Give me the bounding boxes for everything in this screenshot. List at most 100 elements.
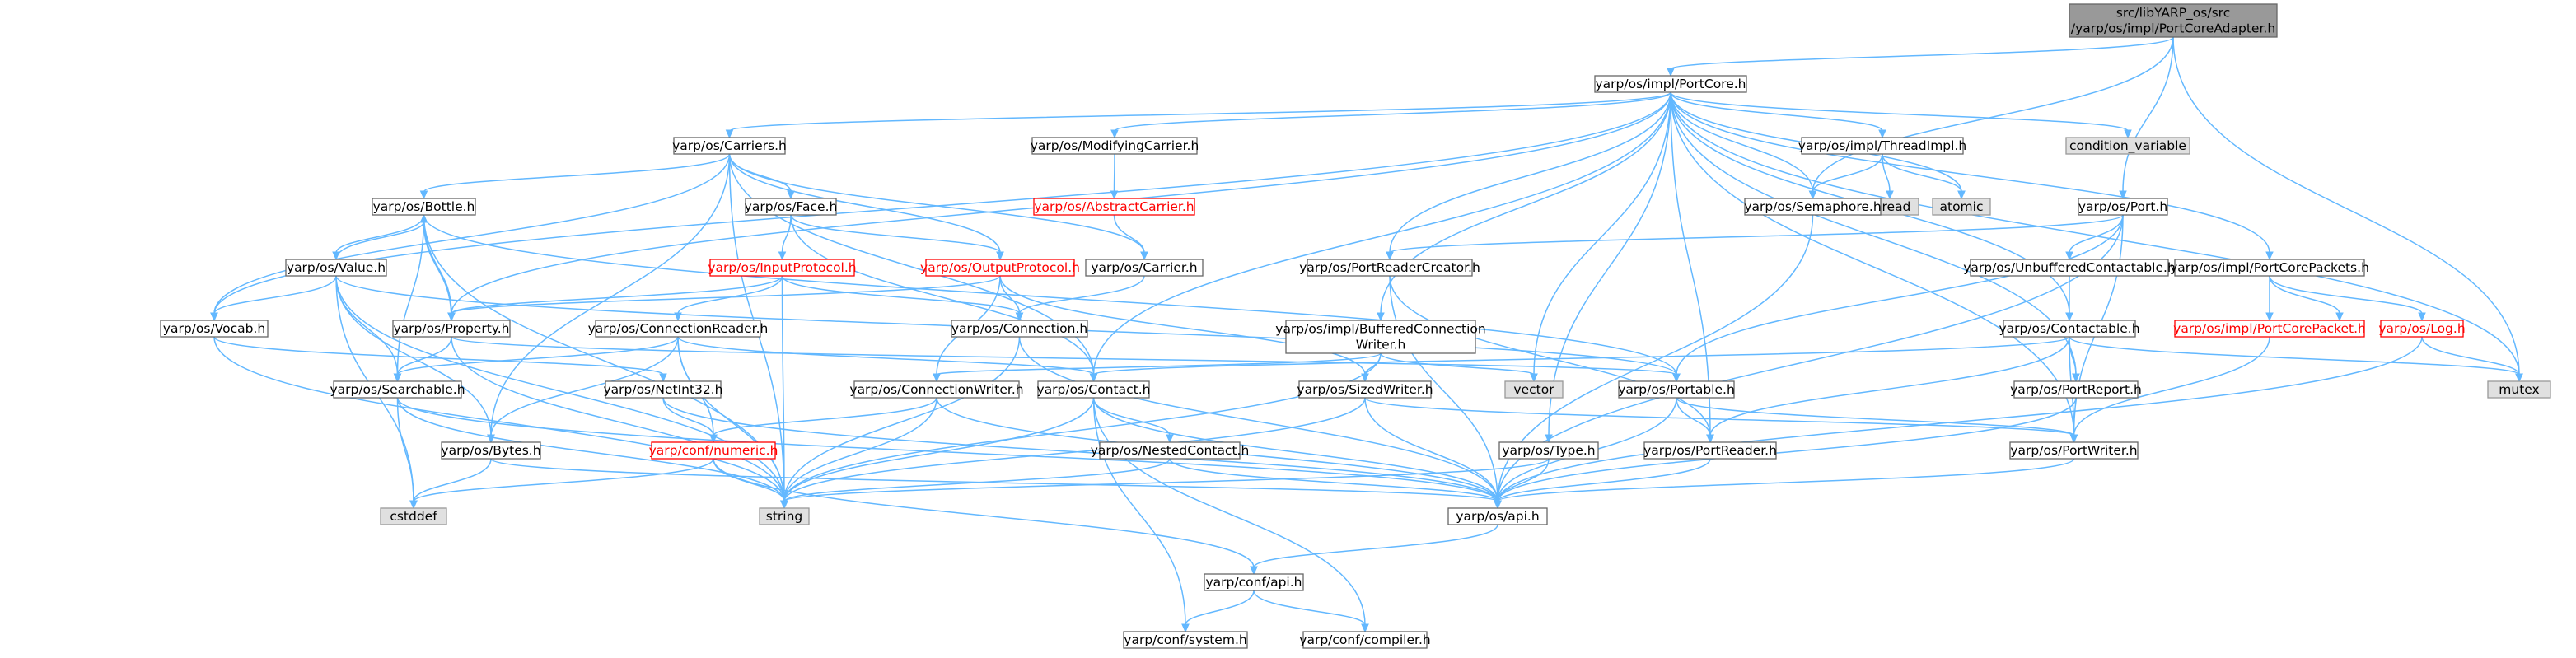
node-label: yarp/os/SizedWriter.h [1297,382,1433,397]
node-log[interactable]: yarp/os/Log.h [2378,320,2466,338]
edge-searchable-to-osapi [396,397,1502,510]
node-box [925,259,1075,277]
edge-log-to-mutex [2421,336,2523,383]
edge-face-to-outputproto [790,214,1004,261]
node-vocab[interactable]: yarp/os/Vocab.h [160,320,269,338]
node-label: atomic [1940,199,1984,214]
node-bottle[interactable]: yarp/os/Bottle.h [372,198,476,216]
node-label: yarp/os/Bytes.h [441,443,540,458]
node-numeric[interactable]: yarp/conf/numeric.h [649,441,778,460]
edge-port-to-portable [1672,214,2124,383]
node-modcarrier[interactable]: yarp/os/ModifyingCarrier.h [1031,137,1199,155]
edge-osapi-to-confapi [1250,524,1498,576]
node-nestedcontact[interactable]: yarp/os/NestedContact.h [1091,441,1250,460]
node-box [853,380,1020,399]
edge-pca-to-portcore [1667,36,2174,77]
edge-portcore-to-pcpackets [1670,91,2274,261]
node-label: yarp/os/Searchable.h [330,382,465,397]
node-portable[interactable]: yarp/os/Portable.h [1618,380,1735,399]
node-label: yarp/os/PortReport.h [2010,382,2142,397]
node-box [2174,259,2365,277]
edge-abscarrier-to-carrier [1113,214,1148,261]
edge-portreader-to-osapi [1494,458,1711,510]
node-label: yarp/conf/system.h [1124,632,1246,647]
node-connection[interactable]: yarp/os/Connection.h [951,320,1088,338]
edge-carriers-to-face [728,153,795,200]
node-carriers[interactable]: yarp/os/Carriers.h [672,137,787,155]
node-label: condition_variable [2069,138,2186,154]
node-connwriter[interactable]: yarp/os/ConnectionWriter.h [849,380,1024,399]
node-label: yarp/os/Value.h [287,260,386,275]
edge-threadimpl-to-atomic [1882,153,1966,200]
node-netint32[interactable]: yarp/os/NetInt32.h [603,380,723,399]
node-portreport[interactable]: yarp/os/PortReport.h [2010,380,2142,399]
node-confapi[interactable]: yarp/conf/api.h [1204,573,1304,591]
node-confsystem[interactable]: yarp/conf/system.h [1123,631,1248,649]
node-box [333,380,462,399]
node-label: yarp/os/PortWriter.h [2010,443,2137,458]
edge-portcore-to-modcarrier [1110,91,1671,139]
node-prcreator[interactable]: yarp/os/PortReaderCreator.h [1299,259,1480,277]
edge-pca-to-port [2119,36,2174,200]
node-abscarrier[interactable]: yarp/os/AbstractCarrier.h [1033,198,1195,216]
node-unbuffcont[interactable]: yarp/os/UnbufferedContactable.h [1963,259,2176,277]
node-box [1085,259,1204,277]
node-pca: src/libYARP_os/src/yarp/os/impl/PortCore… [2069,3,2278,38]
node-label: yarp/os/Port.h [2078,199,2167,214]
edge-value-to-bottle [335,213,428,260]
node-outputproto[interactable]: yarp/os/OutputProtocol.h [920,259,1080,277]
edge-inputproto-to-string [780,275,788,510]
node-bytes[interactable]: yarp/os/Bytes.h [441,441,541,460]
node-box [745,198,837,216]
node-portwriter[interactable]: yarp/os/PortWriter.h [2009,441,2139,460]
node-atomic: atomic [1932,198,1991,216]
node-face[interactable]: yarp/os/Face.h [745,198,838,216]
node-pcpacket[interactable]: yarp/os/impl/PortCorePacket.h [2173,320,2366,338]
node-label: yarp/os/ConnectionWriter.h [849,382,1023,397]
edge-bufconnwriter-to-connwriter [933,352,1382,383]
node-label: string [766,509,803,524]
node-label: yarp/conf/api.h [1205,575,1302,590]
node-carrier[interactable]: yarp/os/Carrier.h [1085,259,1204,277]
node-port[interactable]: yarp/os/Port.h [2078,198,2168,216]
node-connreader[interactable]: yarp/os/ConnectionReader.h [588,320,769,338]
edge-confapi-to-confcompiler [1253,590,1369,633]
node-inputproto[interactable]: yarp/os/InputProtocol.h [708,259,857,277]
edge-sizedwriter-to-portwriter [1364,397,2078,444]
node-box [1744,198,1882,216]
node-searchable[interactable]: yarp/os/Searchable.h [330,380,465,399]
node-label: yarp/os/Carrier.h [1091,260,1197,275]
node-portcore[interactable]: yarp/os/impl/PortCore.h [1594,75,1747,93]
edge-value-to-vocab [210,275,337,322]
edge-contact-to-nestedcontact [1092,397,1174,444]
node-box [372,198,476,216]
node-property[interactable]: yarp/os/Property.h [392,320,511,338]
node-box [2174,320,2365,338]
node-box [2487,380,2551,399]
node-box [2069,3,2278,38]
edge-connreader-to-searchable [393,336,679,383]
node-string: string [759,507,810,525]
node-box [160,320,269,338]
node-box [1123,631,1248,649]
node-contact[interactable]: yarp/os/Contact.h [1037,380,1151,399]
node-semaphore[interactable]: yarp/os/Semaphore.h [1744,198,1882,216]
node-portreader[interactable]: yarp/os/PortReader.h [1643,441,1777,460]
node-label: yarp/os/impl/PortCorePackets.h [2170,260,2369,275]
node-threadimpl[interactable]: yarp/os/impl/ThreadImpl.h [1798,137,1966,155]
node-contactable[interactable]: yarp/os/Contactable.h [1999,320,2140,338]
node-box [1037,380,1150,399]
edge-semaphore-to-osapi [1494,214,1814,510]
node-value[interactable]: yarp/os/Value.h [285,259,387,277]
node-type[interactable]: yarp/os/Type.h [1498,441,1599,460]
edge-value-to-searchable [335,275,402,383]
edge-port-to-unbuffcont [2065,214,2124,261]
edge-property-to-portable [451,336,1681,383]
node-sizedwriter[interactable]: yarp/os/SizedWriter.h [1297,380,1433,399]
node-pcpackets[interactable]: yarp/os/impl/PortCorePackets.h [2170,259,2369,277]
node-box [1643,441,1777,460]
node-confcompiler[interactable]: yarp/conf/compiler.h [1299,631,1431,649]
node-osapi[interactable]: yarp/os/api.h [1447,507,1548,525]
node-box [595,320,761,338]
